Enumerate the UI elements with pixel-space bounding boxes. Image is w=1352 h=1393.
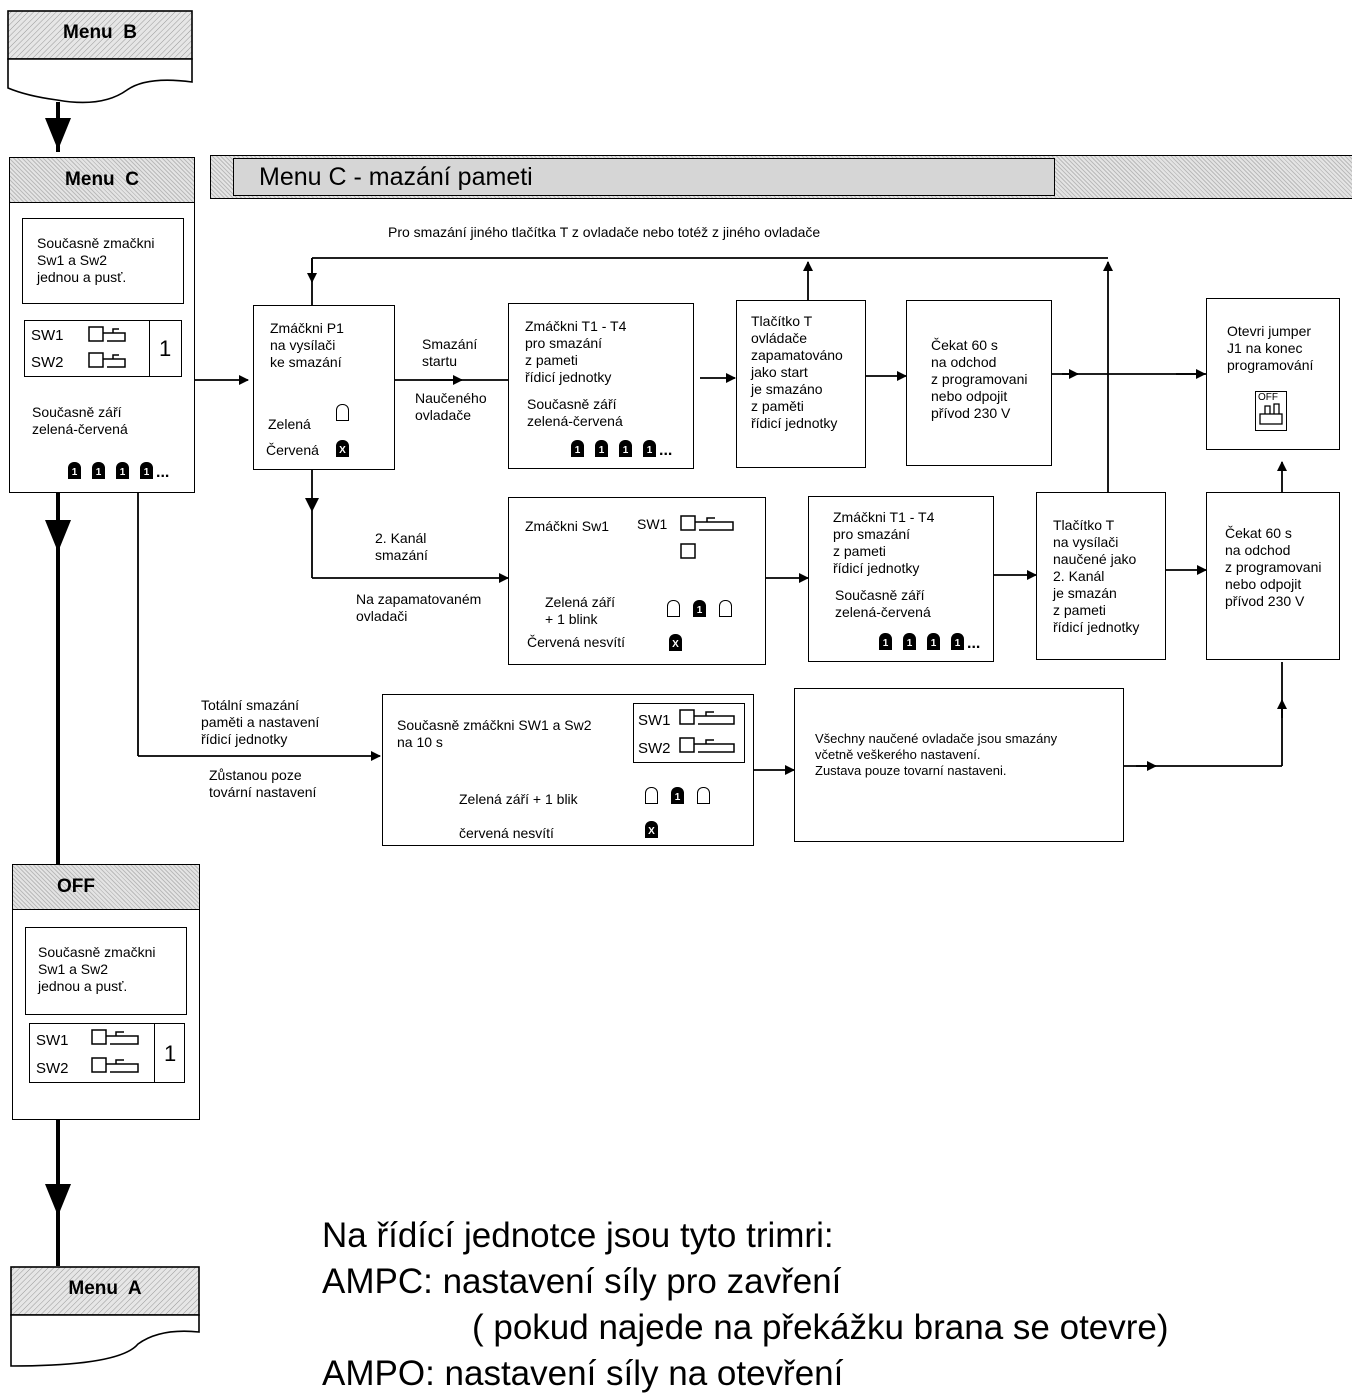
menu-c-sw2-label: SW2 bbox=[31, 354, 64, 371]
menu-c-led-text: Současně září zelená-červená bbox=[32, 404, 128, 437]
off-instruction-box: Současně zmačkni Sw1 a Sw2 jednou a pusť… bbox=[25, 927, 187, 1015]
menu-c-switch-box[interactable]: SW1 SW2 1 bbox=[24, 320, 182, 377]
label-channel: 2. Kanál smazání bbox=[375, 530, 428, 563]
label-learned: Naučeného ovladače bbox=[415, 390, 487, 423]
label-factory-remain: Zůstanou poze tovární nastavení bbox=[209, 767, 317, 800]
header-banner: Menu C - mazání pameti bbox=[210, 155, 1352, 199]
red-led-icon: X bbox=[336, 440, 349, 457]
red-led-icon: X bbox=[645, 821, 658, 838]
blink-led-sequence: 1 bbox=[667, 600, 747, 620]
menu-b-title: Menu B bbox=[63, 22, 137, 43]
menu-c-instruction-box: Současně zmačkni Sw1 a Sw2 jednou a pusť… bbox=[22, 218, 184, 304]
p1-green-label: Zelená bbox=[268, 416, 311, 432]
hand-press-icon bbox=[679, 709, 735, 753]
sw1-label: SW1 bbox=[637, 516, 668, 532]
menu-a-block[interactable]: Menu A bbox=[10, 1266, 200, 1372]
t-delete-box[interactable]: Zmáčkni T1 - T4 pro smazání z pameti říd… bbox=[508, 303, 694, 469]
trimmer-note-line-4: AMPO: nastavení síly na otevření bbox=[322, 1354, 844, 1393]
t-delete-box-2[interactable]: Zmáčkni T1 - T4 pro smazání z pameti říd… bbox=[808, 496, 994, 662]
label-saved-driver: Na zapamatovaném ovladači bbox=[356, 591, 482, 624]
label-total-delete: Totální smazání paměti a nastavení řídic… bbox=[201, 697, 320, 747]
total-red-label: červená nesvítí bbox=[459, 825, 554, 841]
off-title: OFF bbox=[13, 865, 199, 910]
red-led-icon: X bbox=[669, 634, 682, 651]
saved-start-box[interactable]: Tlačítko T ovládače zapamatováno jako st… bbox=[736, 300, 866, 468]
hand-press-icon bbox=[680, 515, 734, 559]
sw1-press-box[interactable]: Zmáčkni Sw1 SW1 Zelená září + 1 blink 1 … bbox=[508, 497, 766, 665]
label-start: Smazání startu bbox=[422, 336, 478, 369]
learned-channel-box[interactable]: Tlačítko T na vysílači naučené jako 2. K… bbox=[1036, 492, 1166, 660]
total-delete-switch-box[interactable]: SW1 SW2 bbox=[633, 703, 745, 763]
menu-c-press-count: 1 bbox=[159, 336, 172, 361]
trimmer-note-line-1: Na řídící jednotce jsou tyto trimri: bbox=[322, 1216, 834, 1255]
menu-a-title: Menu A bbox=[68, 1278, 142, 1299]
menu-b-shape bbox=[7, 10, 193, 104]
wait-box-2[interactable]: Čekat 60 s na odchod z programovani nebo… bbox=[1206, 492, 1340, 660]
off-jumper-icon: OFF bbox=[1255, 391, 1287, 431]
trimmer-note-line-3: ( pokud najede na překážku brana se otev… bbox=[472, 1308, 1169, 1347]
wait-box-1[interactable]: Čekat 60 s na odchod z programovani nebo… bbox=[906, 300, 1052, 466]
t-box-led-sequence: 1 1 1 1 ... bbox=[571, 440, 691, 460]
total-delete-box[interactable]: Současně zmáčkni SW1 a Sw2 na 10 s SW1 S… bbox=[382, 694, 754, 846]
hand-press-icon bbox=[88, 326, 126, 368]
hand-press-icon bbox=[91, 1029, 139, 1073]
loop-label: Pro smazání jiného tlačítka T z ovladače… bbox=[388, 224, 821, 240]
t-box-2-led-sequence: 1 1 1 1 ... bbox=[879, 633, 999, 653]
menu-c-instruction: Současně zmačkni Sw1 a Sw2 jednou a pusť… bbox=[37, 235, 155, 285]
off-block[interactable]: OFF Současně zmačkni Sw1 a Sw2 jednou a … bbox=[12, 864, 200, 1120]
total-green-label: Zelená září + 1 blik bbox=[459, 791, 578, 807]
total-blink-led-sequence: 1 bbox=[645, 787, 725, 807]
menu-c-led-sequence: 1 1 1 1 ... bbox=[68, 462, 188, 482]
p1-red-label: Červená bbox=[266, 442, 319, 458]
green-led-icon bbox=[336, 404, 349, 421]
menu-c-title: Menu C bbox=[10, 158, 194, 203]
off-switch-box[interactable]: SW1 SW2 1 bbox=[29, 1023, 185, 1083]
factory-result-box[interactable]: Všechny naučené ovladače jsou smazány vč… bbox=[794, 688, 1124, 842]
sw-green-label: Zelená září + 1 blink bbox=[545, 594, 616, 627]
menu-a-shape bbox=[10, 1266, 200, 1367]
page-title: Menu C - mazání pameti bbox=[259, 163, 533, 191]
menu-c-block[interactable]: Menu C Současně zmačkni Sw1 a Sw2 jednou… bbox=[9, 157, 195, 493]
p1-box[interactable]: Zmáčkni P1 na vysílači ke smazání Zelená… bbox=[253, 305, 395, 470]
jumper-box[interactable]: Otevri jumper J1 na konec programování O… bbox=[1206, 298, 1340, 450]
menu-c-sw1-label: SW1 bbox=[31, 327, 64, 344]
trimmer-note-line-2: AMPC: nastavení síly pro zavření bbox=[322, 1262, 842, 1301]
menu-b-block[interactable]: Menu B bbox=[7, 10, 193, 104]
sw-red-label: Červená nesvítí bbox=[527, 634, 626, 650]
